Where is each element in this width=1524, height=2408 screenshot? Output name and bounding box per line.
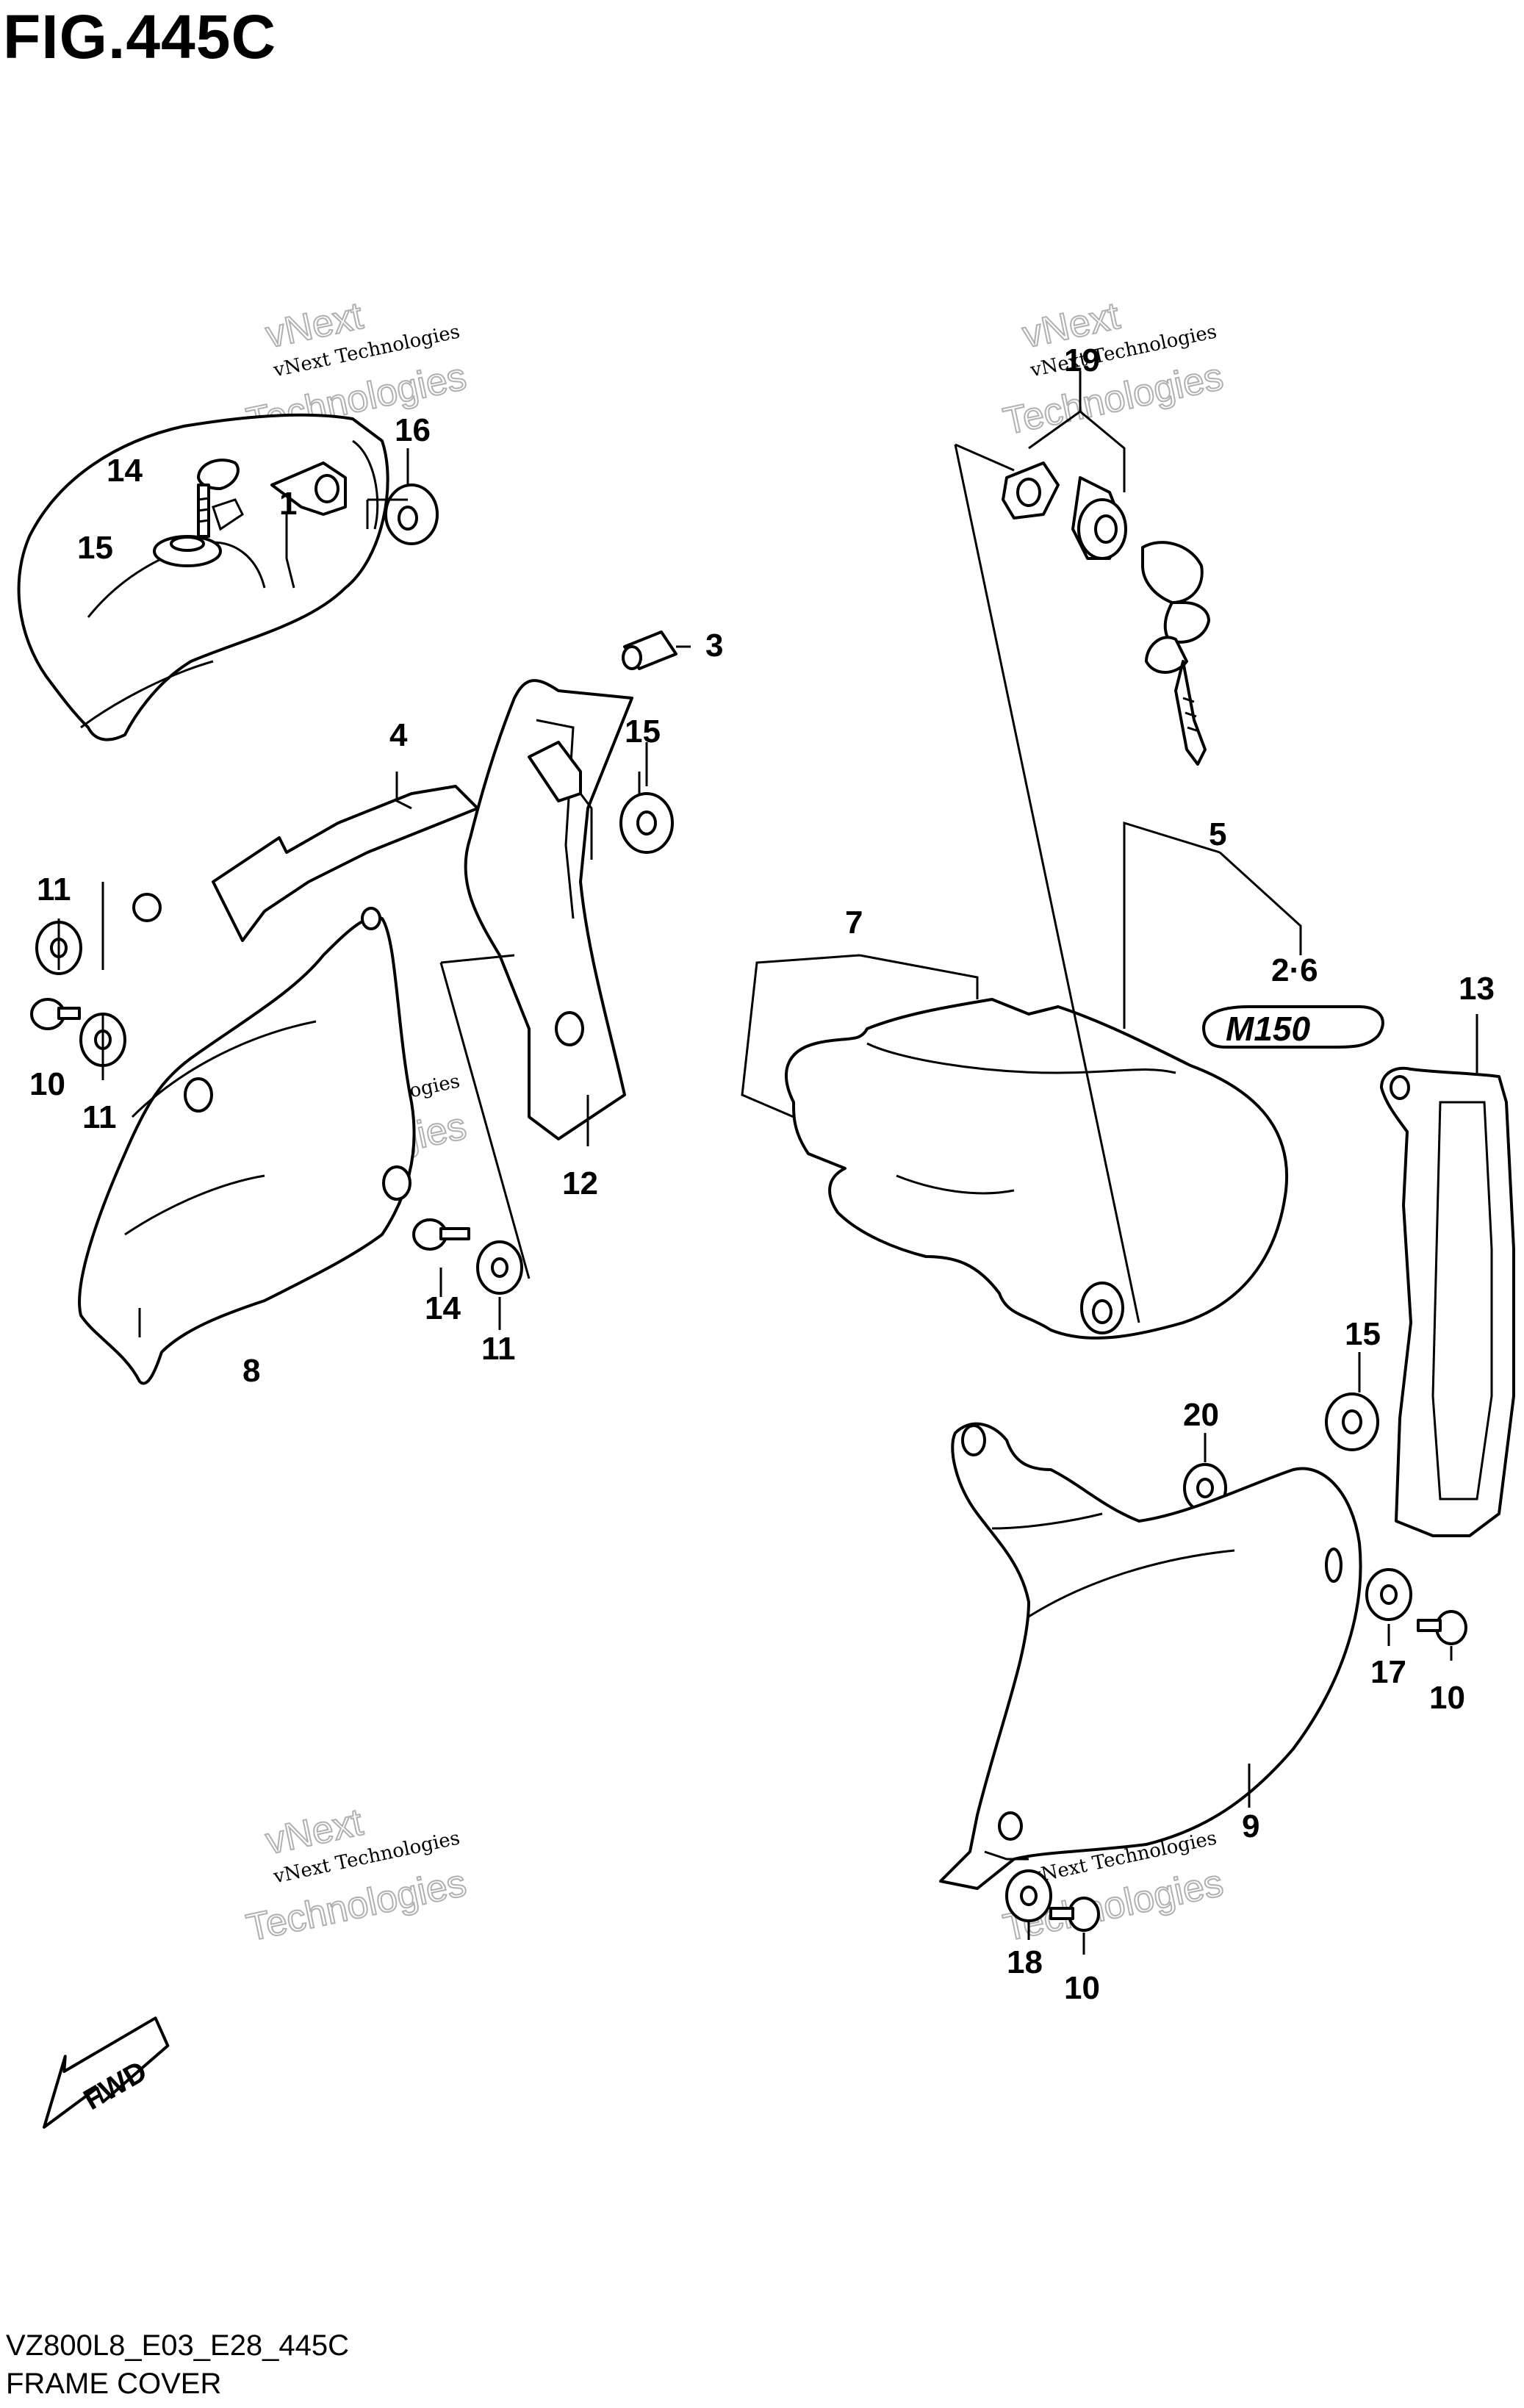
part-18-grommet — [1005, 1869, 1052, 1922]
part-17-grommet — [1365, 1568, 1412, 1621]
callout-19: 19 — [1064, 342, 1100, 378]
figure-title: FIG.445C — [3, 2, 277, 71]
part-7-side-cover — [785, 998, 1289, 1340]
callout-3: 3 — [705, 628, 723, 664]
callout-1: 1 — [279, 486, 297, 522]
part-10-screw-right — [1417, 1610, 1467, 1645]
callout-11b: 11 — [82, 1099, 117, 1135]
callout-10b: 10 — [1429, 1680, 1465, 1716]
part-1-upper-frame-cover — [17, 413, 389, 922]
part-11-grommet-c — [476, 1240, 523, 1295]
part-9-lower-cover — [939, 1422, 1362, 1890]
callout-20: 20 — [1183, 1397, 1219, 1433]
footer-drawing-code: VZ800L8_E03_E28_445C — [6, 2329, 350, 2362]
callout-5: 5 — [1209, 816, 1226, 852]
part-15-grommet-mid — [619, 792, 674, 854]
callout-12: 12 — [562, 1165, 598, 1201]
watermark-top-right: vNext vNext Technologies Technologies — [999, 294, 1228, 444]
callout-2-6: 2·6 — [1271, 952, 1318, 988]
callout-11c: 11 — [481, 1331, 516, 1367]
part-2-6-m150-emblem: M150 — [1202, 1005, 1384, 1049]
footer-drawing-name: FRAME COVER — [6, 2368, 222, 2400]
callout-14a: 14 — [107, 453, 143, 489]
fwd-arrow: FWD — [43, 2016, 170, 2129]
emblem-text: M150 — [1226, 1010, 1310, 1048]
part-19-lock-and-keys — [1002, 461, 1210, 766]
callout-10a: 10 — [29, 1066, 65, 1102]
part-4-bracket-plate — [212, 785, 479, 942]
callout-14b: 14 — [425, 1290, 461, 1326]
part-13-long-cover — [1380, 1066, 1515, 1537]
callout-15a: 15 — [77, 530, 113, 566]
part-10-screw-left — [30, 998, 81, 1030]
leader-lines — [57, 371, 1478, 1955]
part-14-bolt-top — [197, 459, 240, 538]
part-3-spacer — [622, 630, 677, 670]
part-15-grommet-right — [1325, 1392, 1379, 1451]
watermark-bottom-left: vNext vNext Technologies Technologies — [242, 1800, 471, 1950]
callout-10c: 10 — [1064, 1970, 1100, 2006]
part-15-grommet-top — [153, 535, 222, 567]
part-8-lower-side-cover — [78, 907, 416, 1385]
part-14-screw-bottom — [412, 1218, 470, 1251]
callout-4: 4 — [389, 717, 408, 753]
callout-11a: 11 — [37, 871, 71, 908]
callout-9: 9 — [1242, 1808, 1259, 1844]
callout-8: 8 — [242, 1353, 260, 1389]
callout-13: 13 — [1459, 971, 1495, 1007]
part-10-screw-bottom — [1049, 1897, 1100, 1932]
part-16-grommet — [384, 484, 439, 545]
callout-17: 17 — [1370, 1654, 1406, 1690]
callout-16: 16 — [395, 412, 431, 448]
callout-18: 18 — [1007, 1944, 1043, 1980]
part-12-bracket — [464, 679, 633, 1140]
callout-15b: 15 — [625, 714, 661, 750]
callout-15c: 15 — [1345, 1316, 1381, 1352]
callout-7: 7 — [845, 905, 863, 941]
callout-labels: 1 3 4 5 2·6 7 8 9 10 10 10 11 11 11 12 1… — [29, 342, 1495, 2006]
